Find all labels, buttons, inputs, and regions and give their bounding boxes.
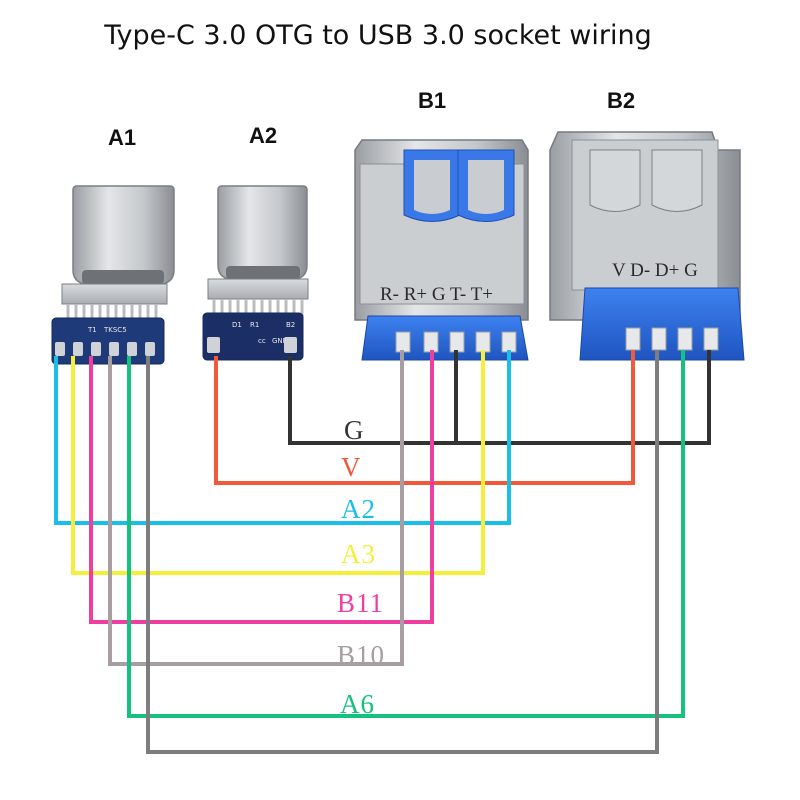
wire-v: [214, 350, 635, 485]
b1-pin-pads: [395, 331, 517, 353]
b1-spring-left-inner: [414, 160, 450, 214]
connector-label-a2: A2: [249, 123, 277, 148]
wire-label-v: V: [341, 452, 362, 482]
wire-label-a3: A3: [341, 539, 376, 569]
a2-shell-base: [207, 278, 309, 300]
wire-label-g: G: [344, 415, 365, 445]
a2-solder-pads: [207, 337, 297, 353]
wire-a6: [127, 350, 685, 718]
wire-b11: [89, 350, 434, 624]
a2-plug-opening: [226, 266, 300, 279]
b2-pin-pads: [625, 327, 719, 351]
connector-a2: D1 R1 B2 cc GND: [202, 185, 309, 361]
a1-pcb-mark-1: T1: [87, 326, 97, 334]
a1-metal-shell: [72, 185, 175, 285]
a2-pcb-mark-5: GND: [272, 337, 288, 345]
a2-pcb-mark-4: cc: [258, 337, 266, 345]
a1-shell-base: [61, 283, 168, 305]
b1-pin-marks: R- R+ G T- T+: [380, 284, 493, 305]
a2-pcb-mark-3: B2: [286, 321, 295, 329]
b1-spring-right-inner: [468, 160, 504, 214]
b2-spring-left: [589, 149, 641, 212]
connector-a1: T1 TKSC5: [51, 185, 175, 365]
b2-pin-marks: V D- D+ G: [612, 260, 698, 281]
wire-d: [146, 350, 659, 754]
diagram-title: Type-C 3.0 OTG to USB 3.0 socket wiring: [103, 20, 652, 51]
wire-a2: [54, 350, 511, 525]
wire-label-a6: A6: [340, 689, 375, 719]
connector-label-b2: B2: [607, 88, 635, 113]
a2-pcb-mark-1: D1: [232, 321, 242, 329]
connector-b2: V D- D+ G: [549, 131, 745, 361]
wire-label-a2: A2: [341, 494, 376, 524]
a1-solder-pads: [55, 342, 155, 356]
b2-spring-right: [651, 149, 703, 212]
connector-b1: R- R+ G T- T+: [354, 139, 529, 361]
a1-plug-opening: [82, 270, 164, 284]
wire-label-b10: B10: [337, 640, 385, 670]
connector-label-a1: A1: [108, 125, 136, 150]
a2-pcb: [202, 312, 304, 361]
a2-metal-shell: [217, 185, 308, 280]
wire-b10: [108, 350, 404, 666]
a1-pcb-mark-2: TKSC5: [103, 326, 127, 334]
wire-label-b11: B11: [337, 588, 384, 618]
wire-layer: [54, 350, 711, 754]
a2-pcb-mark-2: R1: [250, 321, 259, 329]
wire-a3: [71, 350, 485, 575]
b2-blue-base: [579, 287, 745, 361]
wire-g: [288, 350, 711, 445]
connector-label-b1: B1: [418, 88, 446, 113]
